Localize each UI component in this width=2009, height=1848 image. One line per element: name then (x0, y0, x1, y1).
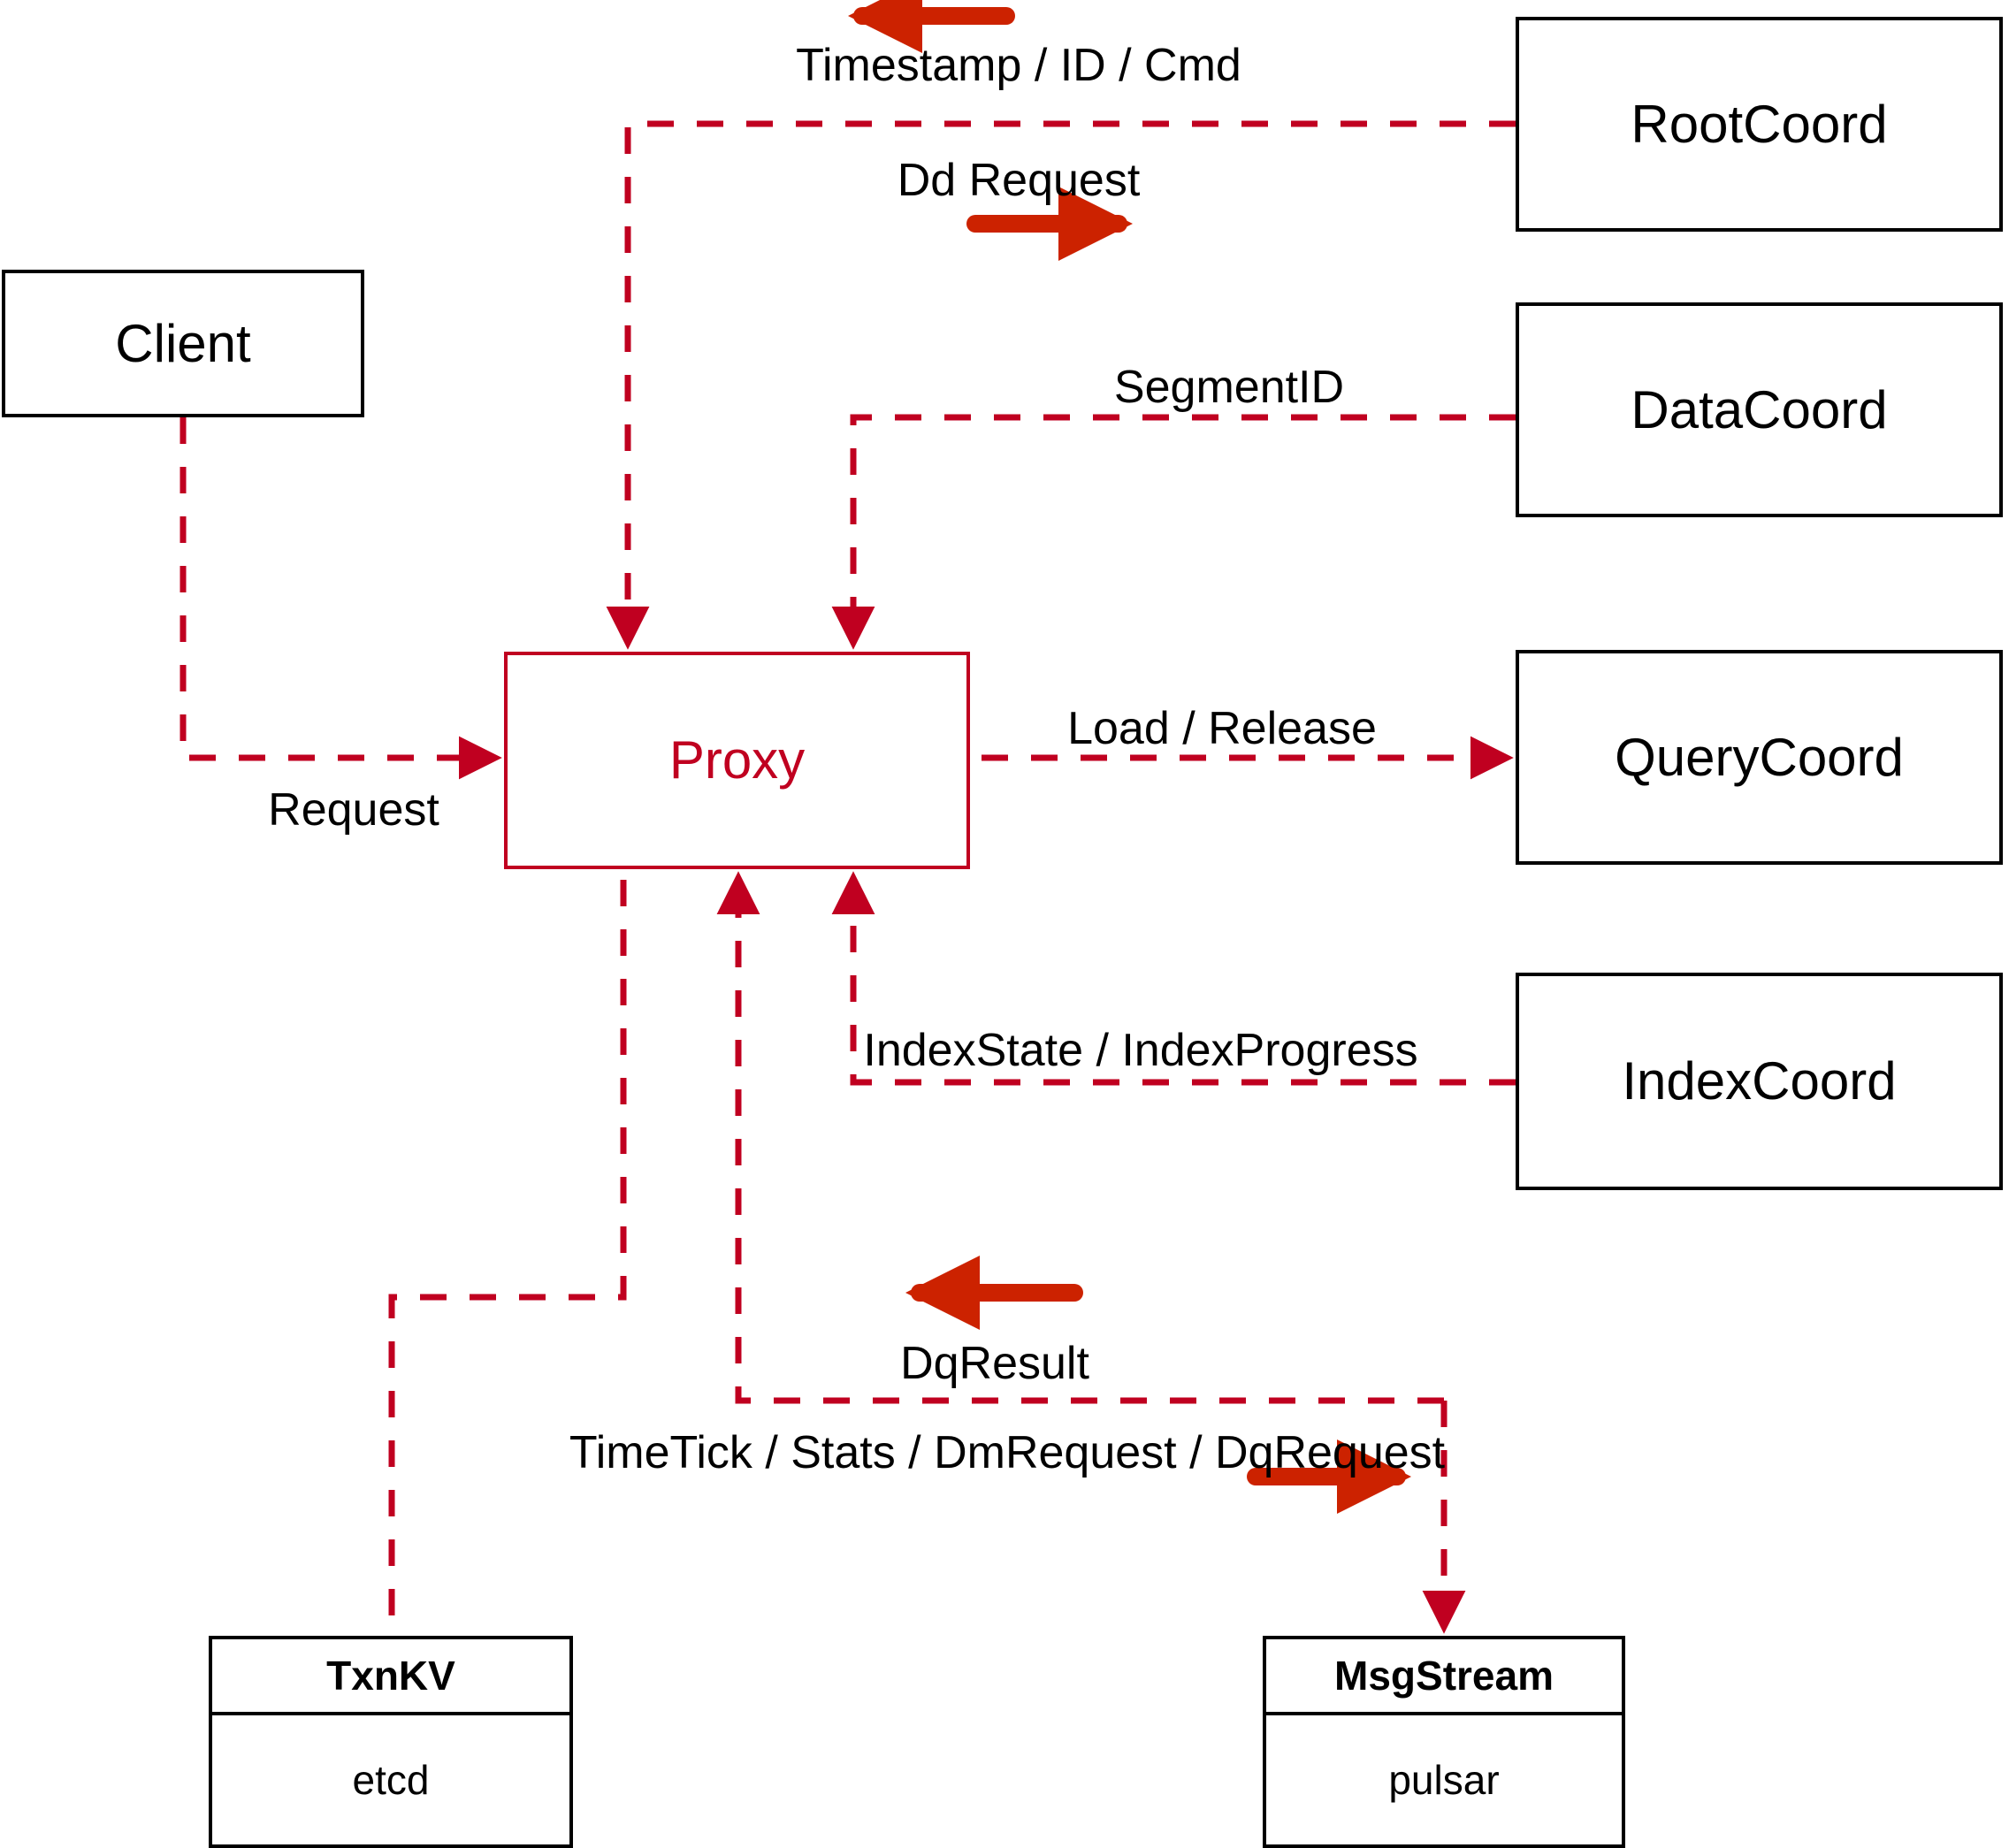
node-rootcoord-label: RootCoord (1631, 94, 1888, 154)
edge-label-segment-id: SegmentID (1113, 362, 1345, 413)
node-proxy-label: Proxy (668, 730, 806, 790)
node-client[interactable]: Client (2, 270, 364, 417)
edge-proxy-to-txnkv (388, 880, 627, 1636)
node-querycoord-label: QueryCoord (1615, 727, 1904, 787)
edge-label-request: Request (268, 784, 439, 836)
node-msgstream-body: pulsar (1388, 1757, 1500, 1803)
node-indexcoord[interactable]: IndexCoord (1516, 973, 2003, 1190)
node-indexcoord-label: IndexCoord (1622, 1051, 1897, 1111)
edge-label-load-release: Load / Release (1067, 703, 1377, 754)
node-msgstream-title: MsgStream (1266, 1639, 1622, 1715)
node-txnkv[interactable]: TxnKV etcd (209, 1636, 573, 1848)
node-txnkv-body: etcd (352, 1757, 430, 1803)
edge-label-timestamp-id-cmd: Timestamp / ID / Cmd (796, 40, 1241, 91)
node-querycoord[interactable]: QueryCoord (1516, 650, 2003, 865)
edge-label-dd-request: Dd Request (897, 155, 1141, 206)
node-txnkv-title: TxnKV (212, 1639, 569, 1715)
edge-msgstream-to-proxy (716, 871, 1444, 1404)
edge-datacoord-to-proxy (831, 414, 1516, 650)
node-datacoord-label: DataCoord (1631, 379, 1888, 439)
edge-client-to-proxy (180, 417, 502, 780)
node-rootcoord[interactable]: RootCoord (1516, 17, 2003, 232)
node-datacoord[interactable]: DataCoord (1516, 302, 2003, 517)
edge-label-timetick-stats-dm-dq: TimeTick / Stats / DmRequest / DqRequest (569, 1427, 1446, 1478)
edge-label-dq-result: DqResult (900, 1338, 1089, 1389)
node-msgstream[interactable]: MsgStream pulsar (1263, 1636, 1625, 1848)
edge-label-index-state-progress: IndexState / IndexProgress (863, 1025, 1418, 1076)
node-client-label: Client (115, 313, 251, 373)
node-proxy[interactable]: Proxy (504, 652, 970, 869)
